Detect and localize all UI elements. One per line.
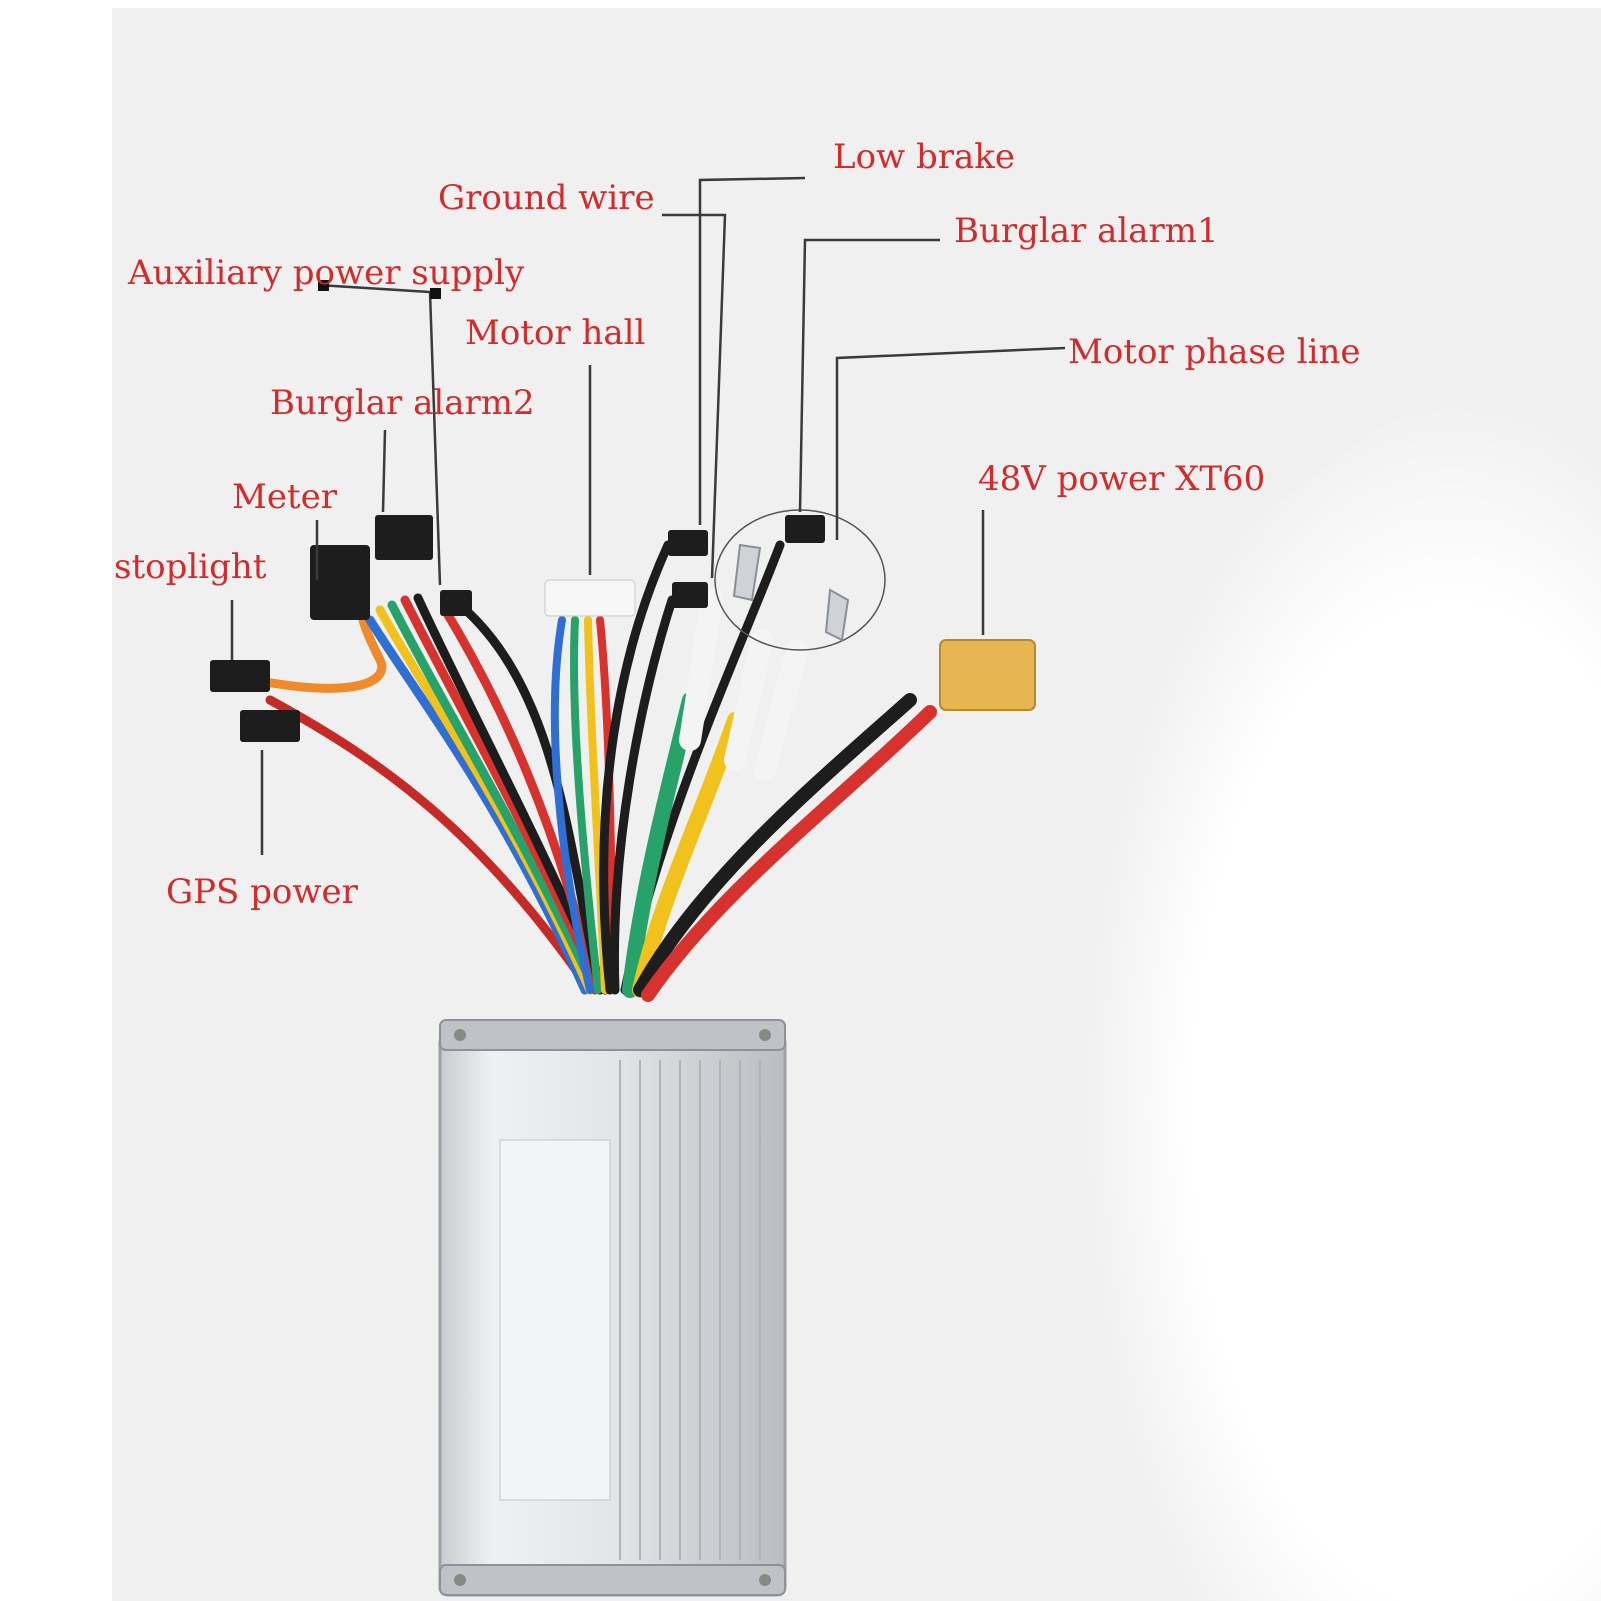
leader-low-brake xyxy=(698,176,806,525)
connector-burglar-alarm1 xyxy=(785,515,825,543)
wire-harness xyxy=(250,540,937,1002)
label-stoplight: stoplight xyxy=(114,547,267,587)
backdrop-light-area xyxy=(925,300,1601,1601)
leader-ground-wire xyxy=(662,213,727,579)
leader-burglar-alarm2 xyxy=(381,429,387,513)
label-ground-wire: Ground wire xyxy=(438,178,655,218)
leader-marker xyxy=(430,288,441,299)
label-burglar-alarm2: Burglar alarm2 xyxy=(270,383,535,423)
leader-motor-phase xyxy=(835,346,1066,540)
connector-meter xyxy=(310,545,370,620)
connectors xyxy=(210,515,1036,742)
connector-motor-hall xyxy=(544,579,636,617)
label-48v-power-xt60: 48V power XT60 xyxy=(978,459,1266,499)
label-low-brake: Low brake xyxy=(833,137,1015,177)
phase-terminal xyxy=(732,543,762,602)
connector-low-brake xyxy=(672,582,708,608)
connector-ground-wire xyxy=(668,530,708,556)
controller-box xyxy=(438,1019,787,1597)
phase-terminal xyxy=(824,588,850,642)
leader-marker xyxy=(318,280,329,291)
connector-gps-power xyxy=(240,710,300,742)
leader-burglar-alarm1 xyxy=(798,238,940,513)
connector-stoplight xyxy=(210,660,270,692)
label-meter: Meter xyxy=(232,477,337,517)
controller-label-plate xyxy=(499,1139,611,1501)
label-burglar-alarm1: Burglar alarm1 xyxy=(954,211,1219,251)
label-motor-hall: Motor hall xyxy=(465,313,646,353)
leader-lines xyxy=(230,176,1066,855)
phase-sleeves xyxy=(679,589,808,781)
connector-burglar-alarm2 xyxy=(375,515,433,560)
label-motor-phase-line: Motor phase line xyxy=(1068,332,1361,372)
label-gps-power: GPS power xyxy=(166,872,358,912)
connector-auxiliary-power xyxy=(440,590,472,616)
label-auxiliary-power-supply: Auxiliary power supply xyxy=(128,253,525,293)
connector-xt60 xyxy=(939,639,1036,711)
